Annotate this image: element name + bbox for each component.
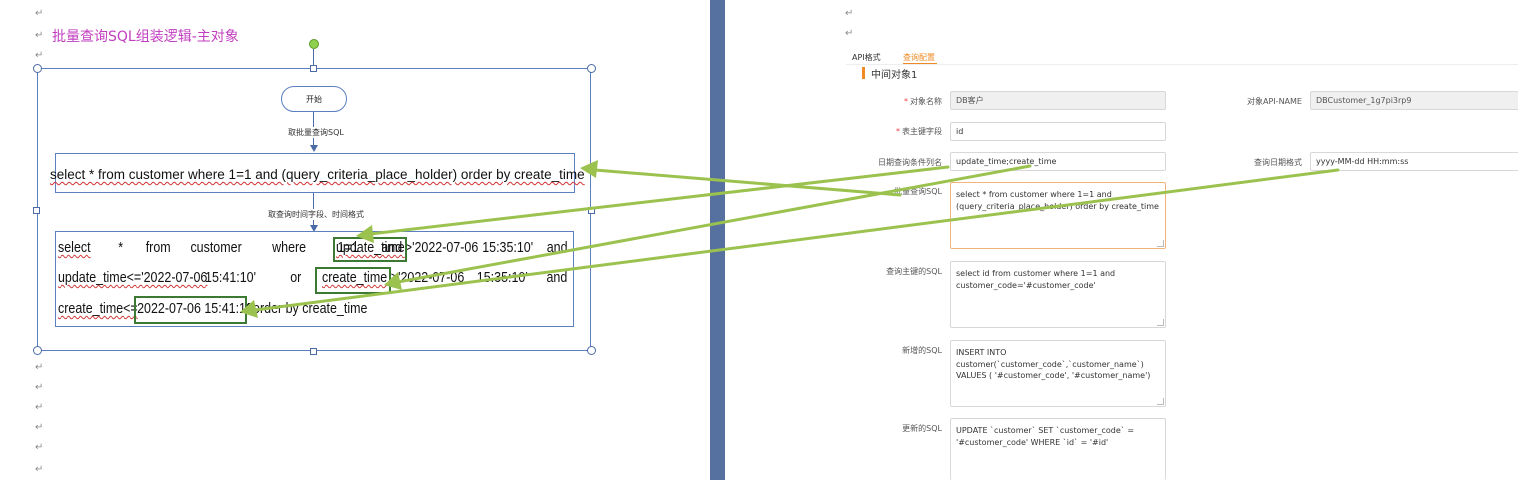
sql-word: from (145, 240, 171, 256)
arrowhead-icon (310, 145, 318, 152)
date-format-label: 查询日期格式 (1254, 158, 1302, 167)
pk-sql-label: 查询主键的SQL (886, 267, 942, 276)
tab-active-underline (903, 63, 937, 64)
sql-word: 15:41:10' (205, 270, 256, 286)
step2-label: 取查询时间字段、时间格式 (268, 209, 364, 220)
resize-handle-bm[interactable] (310, 348, 317, 355)
batch-sql-label: 批量查询SQL (894, 187, 942, 196)
paragraph-mark: ↵ (35, 382, 44, 393)
api-name-label: 对象API-NAME (1247, 97, 1302, 106)
step1-label: 取批量查询SQL (288, 127, 344, 138)
paragraph-mark: ↵ (35, 464, 44, 475)
sql-word: create_time<= (58, 301, 138, 317)
api-name-input[interactable]: DBCustomer_1g7pi3rp9 (1310, 91, 1518, 110)
textarea-text: UPDATE `customer` SET `customer_code` = … (956, 426, 1135, 447)
date-fields-input[interactable]: update_time;create_time (950, 152, 1166, 171)
resize-handle-br[interactable] (587, 346, 596, 355)
highlight-box-update-time (333, 237, 407, 262)
tab-label: API格式 (852, 53, 881, 62)
label-text: 对象名称 (910, 97, 942, 106)
sql-word: * (118, 240, 124, 256)
paragraph-mark: ↵ (35, 422, 44, 433)
sql-word: ' order by create_time (247, 301, 368, 317)
sql2-line-2: update_time<='2022-07-06 15:41:10' or (58, 270, 316, 288)
update-sql-label: 更新的SQL (902, 424, 942, 433)
flow-start-node[interactable]: 开始 (281, 86, 347, 112)
paragraph-mark: ↵ (845, 28, 854, 39)
sql-word: and (546, 240, 568, 256)
resize-handle-tr[interactable] (587, 64, 596, 73)
textarea-text: select id from customer where 1=1 and cu… (956, 269, 1116, 290)
required-asterisk: * (904, 97, 908, 106)
batch-sql-textarea[interactable]: select * from customer where 1=1 and (qu… (950, 182, 1166, 249)
resize-grip-icon[interactable] (1157, 240, 1164, 247)
insert-sql-label: 新增的SQL (902, 346, 942, 355)
sql-statement-1: select * from customer where 1=1 and (qu… (50, 167, 585, 182)
primary-key-label: *表主键字段 (896, 126, 942, 137)
paragraph-mark: ↵ (35, 442, 44, 453)
sql-word: where (272, 240, 307, 256)
pk-sql-textarea[interactable]: select id from customer where 1=1 and cu… (950, 261, 1166, 328)
sql-word: update_time<='2022-07-06 (58, 270, 208, 286)
primary-key-input[interactable]: id (950, 122, 1166, 141)
object-name-label: *对象名称 (904, 96, 942, 107)
textarea-text: INSERT INTO customer(`customer_code`,`cu… (956, 348, 1151, 380)
sql-word: or (290, 270, 302, 286)
date-format-input[interactable]: yyyy-MM-dd HH:mm:ss (1310, 152, 1518, 171)
textarea-text: select * from customer where 1=1 and (qu… (956, 190, 1159, 211)
required-asterisk: * (896, 127, 900, 136)
resize-handle-bl[interactable] (33, 346, 42, 355)
paragraph-mark: ↵ (35, 362, 44, 373)
tab-api-format[interactable]: API格式 (852, 52, 881, 63)
paragraph-mark: ↵ (845, 8, 854, 19)
sql-word: 15:35:10' (476, 270, 528, 286)
resize-handle-mr[interactable] (588, 207, 595, 214)
tab-query-config[interactable]: 查询配置 (903, 52, 935, 63)
start-label: 开始 (306, 94, 322, 104)
resize-handle-tl[interactable] (33, 64, 42, 73)
object-name-input[interactable]: DB客户 (950, 91, 1166, 110)
resize-grip-icon[interactable] (1157, 319, 1164, 326)
update-sql-textarea[interactable]: UPDATE `customer` SET `customer_code` = … (950, 418, 1166, 480)
paragraph-mark: ↵ (35, 402, 44, 413)
insert-sql-textarea[interactable]: INSERT INTO customer(`customer_code`,`cu… (950, 340, 1166, 407)
highlight-box-datetime (134, 296, 247, 324)
resize-handle-ml[interactable] (33, 207, 40, 214)
sql-word: and (546, 270, 568, 286)
tabs-divider (846, 64, 1518, 65)
sql-word: >'2022-07-06 (404, 240, 479, 256)
highlighted-date: 2022-07-06 15:41:10 (137, 301, 253, 317)
sql-word: customer (190, 240, 242, 256)
window-divider (710, 0, 725, 480)
paragraph-mark: ↵ (35, 30, 44, 41)
document-title: 批量查询SQL组装逻辑-主对象 (52, 29, 239, 45)
section-title: 中间对象1 (871, 70, 918, 81)
sql-word: 15:35:10' (482, 240, 534, 256)
paragraph-mark: ↵ (35, 8, 44, 19)
sql-word: >'2022-07-06 (390, 270, 465, 286)
label-text: 表主键字段 (902, 127, 942, 136)
paragraph-mark: ↵ (35, 50, 44, 61)
highlight-box-create-time (315, 267, 391, 294)
date-fields-label: 日期查询条件列名 (878, 158, 942, 167)
resize-handle-tm[interactable] (310, 65, 317, 72)
arrow-batch-sql (593, 168, 902, 197)
resize-grip-icon[interactable] (1157, 398, 1164, 405)
tab-label: 查询配置 (903, 53, 935, 62)
section-accent-bar (862, 67, 865, 79)
sql-word: select (58, 240, 91, 256)
rotate-handle[interactable] (309, 39, 319, 49)
rotate-handle-stem (313, 49, 314, 67)
